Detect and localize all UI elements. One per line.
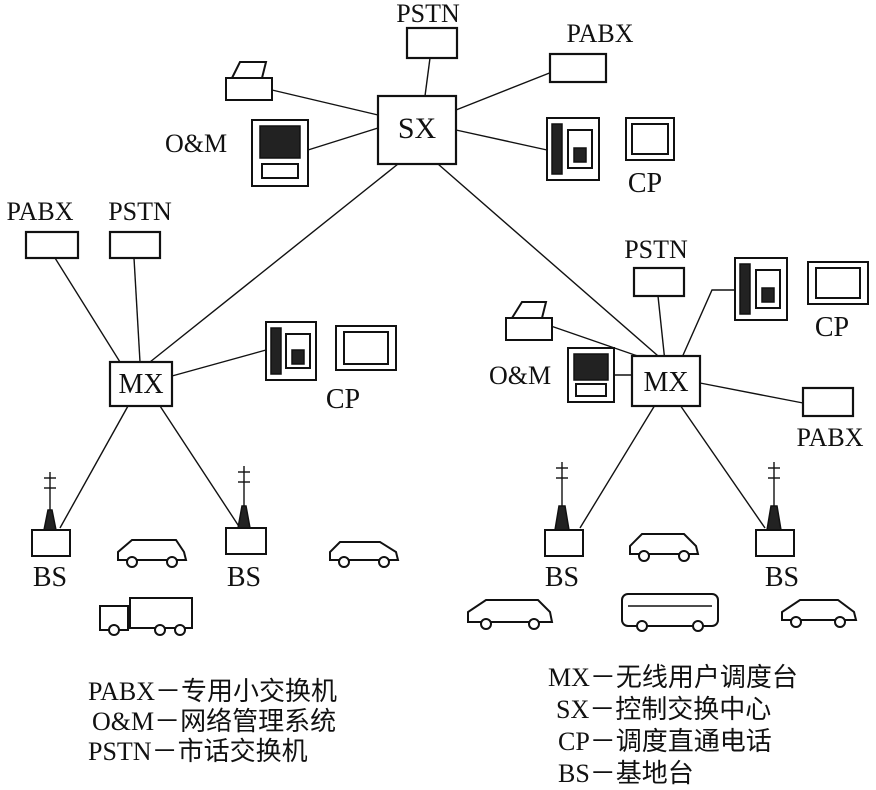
monitor-icon	[807, 261, 869, 305]
cp-right: CP	[734, 257, 869, 343]
legend-left-om: O&M－网络管理系统	[92, 707, 336, 736]
pstn-top: PSTN	[396, 0, 460, 60]
link-sx-cp	[455, 129, 548, 151]
om-top-label: O&M	[165, 129, 227, 158]
base-station-icon	[755, 462, 795, 557]
bs-right-2: BS	[755, 462, 799, 593]
car-icon	[629, 533, 700, 562]
link-sx-mx-left	[149, 163, 399, 363]
car-icon	[329, 541, 400, 568]
bs-left-2: BS	[225, 466, 267, 593]
om-right: O&M	[489, 347, 615, 403]
pabx-top: PABX	[548, 19, 634, 84]
legend-right-mx: MX－无线用户调度台	[548, 663, 798, 692]
link-mxr-pabx	[699, 382, 804, 404]
om-top: O&M	[165, 119, 309, 187]
legend-right-cp: CP－调度直通电话	[558, 727, 772, 756]
bs-left-1-label: BS	[33, 562, 67, 593]
bs-right-1: BS	[544, 462, 584, 593]
legend-left: PABX－专用小交换机 O&M－网络管理系统 PSTN－市话交换机	[88, 677, 337, 766]
cp-left-label: CP	[326, 384, 360, 415]
link-sx-om	[307, 127, 379, 151]
sx-node: SX	[376, 94, 458, 166]
mx-left-label: MX	[118, 369, 163, 400]
cp-top: CP	[546, 117, 675, 199]
pstn-right: PSTN	[624, 235, 688, 298]
mx-left-node: MX	[108, 360, 174, 408]
link-mxl-bs1	[59, 405, 129, 529]
link-sx-mx-right	[437, 163, 666, 363]
bs-left-2-label: BS	[227, 562, 261, 593]
link-mxr-pstn	[657, 295, 666, 363]
mx-right-node: MX	[630, 354, 702, 408]
pstn-top-label: PSTN	[396, 0, 460, 28]
legend-right: MX－无线用户调度台 SX－控制交换中心 CP－调度直通电话 BS－基地台	[548, 663, 798, 788]
bs-left-1: BS	[31, 472, 71, 593]
om-right-label: O&M	[489, 361, 551, 390]
base-station-icon	[225, 466, 267, 555]
computer-terminal-icon	[251, 119, 309, 187]
car-icon	[781, 599, 858, 628]
monitor-icon	[625, 117, 675, 161]
legend-left-pabx: PABX－专用小交换机	[88, 677, 337, 706]
pstn-left-label: PSTN	[108, 197, 172, 226]
pabx-top-label: PABX	[567, 19, 634, 48]
cp-right-label: CP	[815, 312, 849, 343]
car-icon	[117, 539, 188, 568]
pstn-right-label: PSTN	[624, 235, 688, 264]
monitor-icon	[335, 325, 397, 371]
pabx-right-label: PABX	[797, 423, 864, 452]
computer-terminal-icon	[567, 347, 615, 403]
phone-icon	[265, 321, 317, 381]
legend-left-pstn: PSTN－市话交换机	[88, 737, 308, 766]
bs-right-2-label: BS	[765, 562, 799, 593]
base-station-icon	[31, 472, 71, 557]
link-sx-pabx	[455, 71, 553, 111]
pabx-left-label: PABX	[7, 197, 74, 226]
mx-right-label: MX	[643, 367, 688, 398]
cp-top-label: CP	[628, 168, 662, 199]
link-mxr-bs2	[679, 404, 766, 529]
phone-icon	[734, 257, 788, 321]
link-mxl-pabx	[54, 257, 121, 363]
link-sx-pstn	[424, 57, 431, 97]
legend-right-bs: BS－基地台	[558, 759, 694, 788]
pabx-right: PABX	[797, 386, 864, 452]
link-mxl-cp	[171, 349, 267, 377]
printer-icon	[505, 301, 553, 341]
legend-right-sx: SX－控制交换中心	[556, 695, 771, 724]
pstn-left: PSTN	[108, 197, 172, 260]
bus-icon	[621, 593, 719, 632]
link-mxr-bs1	[579, 404, 656, 529]
printer-icon	[225, 61, 273, 101]
link-sx-printer	[271, 89, 379, 116]
link-mxr-cp	[679, 289, 735, 363]
link-mxl-bs2	[159, 405, 241, 529]
pabx-left: PABX	[7, 197, 80, 260]
truck-icon	[99, 597, 193, 636]
phone-icon	[546, 117, 600, 181]
bs-right-1-label: BS	[545, 562, 579, 593]
link-mxl-pstn	[133, 257, 141, 363]
base-station-icon	[544, 462, 584, 557]
car-icon	[467, 599, 554, 630]
cp-left: CP	[265, 321, 397, 415]
sx-label: SX	[398, 112, 437, 145]
